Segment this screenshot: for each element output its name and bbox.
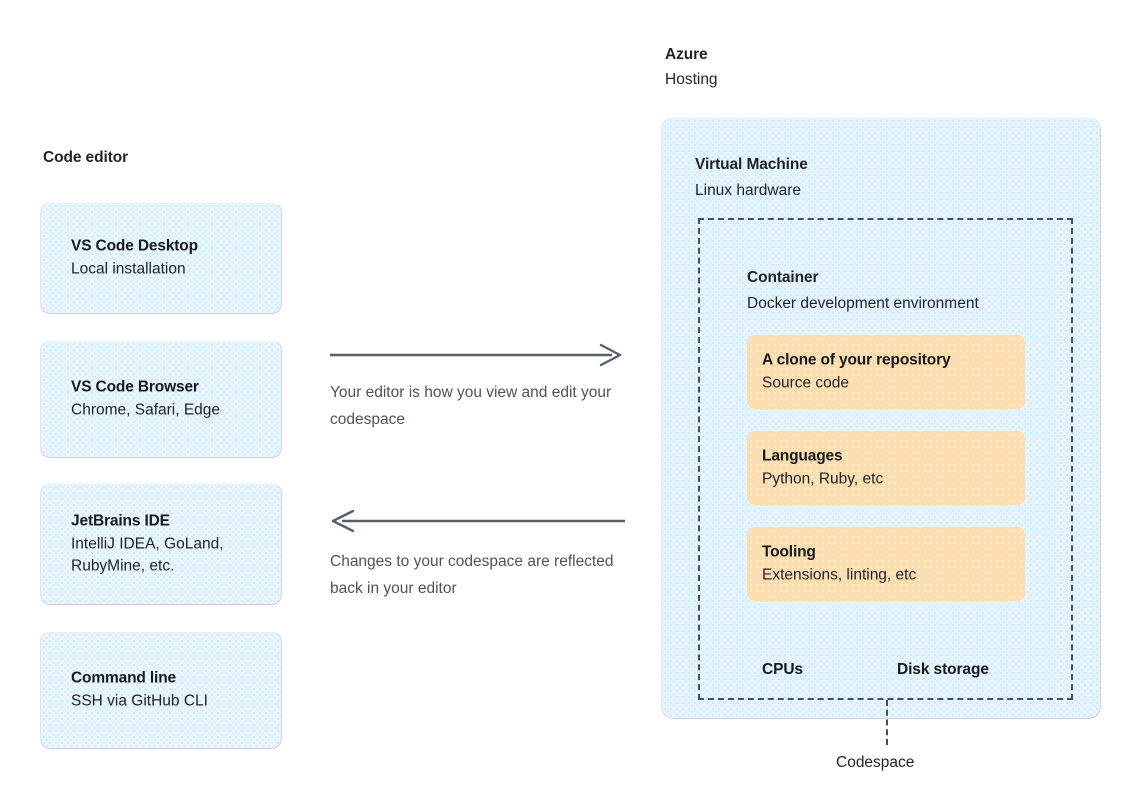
card-command-line[interactable]: Command line SSH via GitHub CLI <box>41 632 281 748</box>
virtual-machine-title: Virtual Machine <box>695 156 808 173</box>
container-title: Container <box>747 269 819 286</box>
card-content: VS Code Desktop Local installation <box>71 236 267 281</box>
card-content: Command line SSH via GitHub CLI <box>71 668 267 713</box>
card-subtitle: IntelliJ IDEA, GoLand, RubyMine, etc. <box>71 535 224 575</box>
arrow-left-caption: Changes to your codespace are reflected … <box>330 553 614 597</box>
card-title: VS Code Browser <box>71 378 199 396</box>
azure-heading: Azure <box>665 46 708 63</box>
codespace-label: Codespace <box>836 754 915 771</box>
card-jetbrains-ide[interactable]: JetBrains IDE IntelliJ IDEA, GoLand, Rub… <box>41 484 281 604</box>
arrow-right-icon <box>330 343 622 367</box>
card-subtitle: Python, Ruby, etc <box>762 470 884 488</box>
card-repository-clone[interactable]: A clone of your repository Source code <box>747 335 1025 409</box>
codespace-connector-line <box>886 700 888 745</box>
card-content: A clone of your repository Source code <box>762 350 1015 395</box>
code-editor-heading: Code editor <box>43 149 129 166</box>
card-content: Languages Python, Ruby, etc <box>762 446 1015 491</box>
card-title: A clone of your repository <box>762 351 951 369</box>
card-vs-code-browser[interactable]: VS Code Browser Chrome, Safari, Edge <box>41 341 281 457</box>
card-title: VS Code Desktop <box>71 237 198 255</box>
virtual-machine-subtitle: Linux hardware <box>695 182 801 199</box>
container-dashed-boundary <box>698 218 1073 700</box>
card-subtitle: Source code <box>762 374 850 392</box>
card-subtitle: Extensions, linting, etc <box>762 566 917 584</box>
hardware-label-disk-storage: Disk storage <box>897 661 989 678</box>
arrow-right-caption: Your editor is how you view and edit you… <box>330 384 612 428</box>
card-subtitle: Chrome, Safari, Edge <box>71 401 221 419</box>
card-content: JetBrains IDE IntelliJ IDEA, GoLand, Rub… <box>71 511 273 578</box>
card-subtitle: Local installation <box>71 260 186 278</box>
card-content: VS Code Browser Chrome, Safari, Edge <box>71 377 267 422</box>
card-title: JetBrains IDE <box>71 512 170 530</box>
container-subtitle: Docker development environment <box>747 295 979 312</box>
hardware-label-cpus: CPUs <box>762 661 803 678</box>
azure-subheading: Hosting <box>665 71 718 88</box>
card-vs-code-desktop[interactable]: VS Code Desktop Local installation <box>41 203 281 313</box>
card-languages[interactable]: Languages Python, Ruby, etc <box>747 431 1025 505</box>
card-content: Tooling Extensions, linting, etc <box>762 542 1015 587</box>
card-title: Tooling <box>762 543 816 561</box>
card-tooling[interactable]: Tooling Extensions, linting, etc <box>747 527 1025 601</box>
arrow-left-icon <box>331 509 625 533</box>
card-subtitle: SSH via GitHub CLI <box>71 692 208 710</box>
card-title: Command line <box>71 669 176 687</box>
card-title: Languages <box>762 447 843 465</box>
